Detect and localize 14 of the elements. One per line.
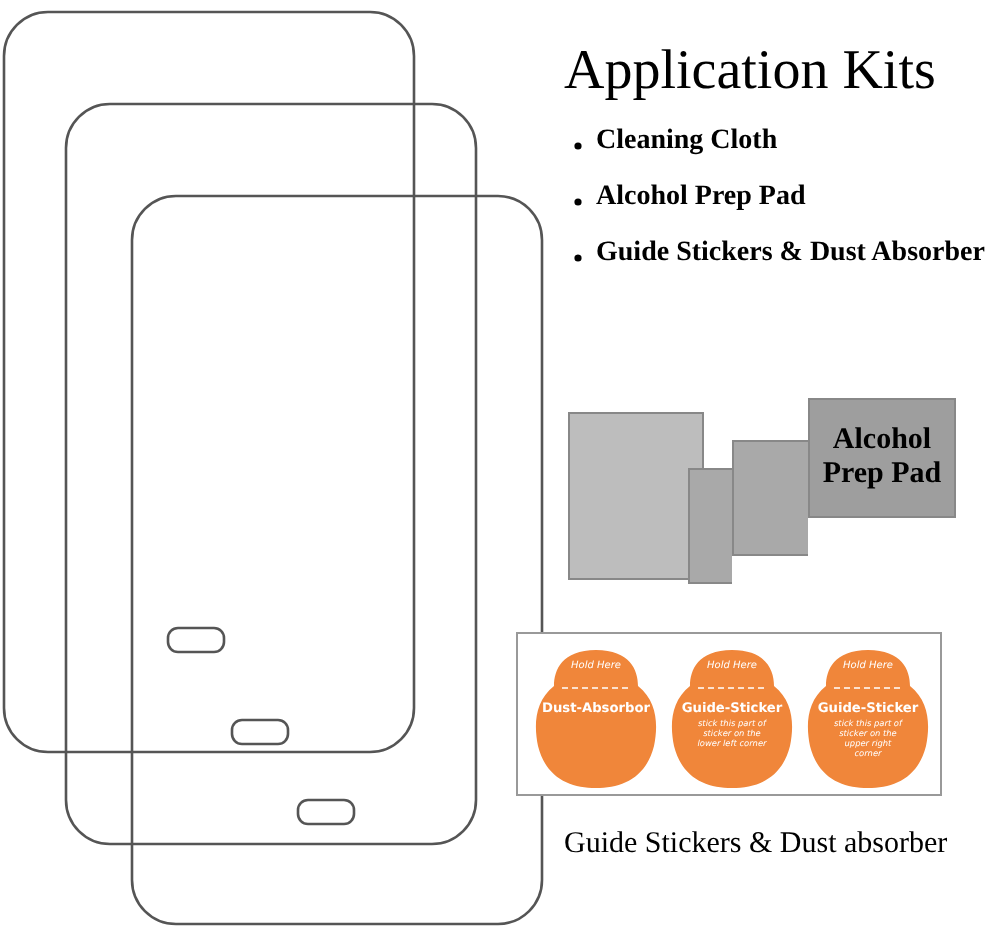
cleaning-cloth xyxy=(568,412,704,580)
bullet-item: Guide Stickers & Dust Absorber xyxy=(596,238,985,270)
pad-label: Alcohol Prep Pad xyxy=(820,422,944,494)
sticker-sheet xyxy=(516,632,942,796)
prep-pad xyxy=(732,440,808,556)
dust-absorber-sticker xyxy=(534,646,658,790)
guide-sticker xyxy=(806,646,930,790)
prep-pad xyxy=(688,468,732,584)
guide-sticker xyxy=(670,646,794,790)
bullet-item: Cleaning Cloth xyxy=(596,126,778,158)
bullet-item: Alcohol Prep Pad xyxy=(596,182,806,214)
title: Application Kits xyxy=(564,40,936,104)
caption: Guide Stickers & Dust absorber xyxy=(564,828,948,862)
prep-pad xyxy=(808,398,956,518)
